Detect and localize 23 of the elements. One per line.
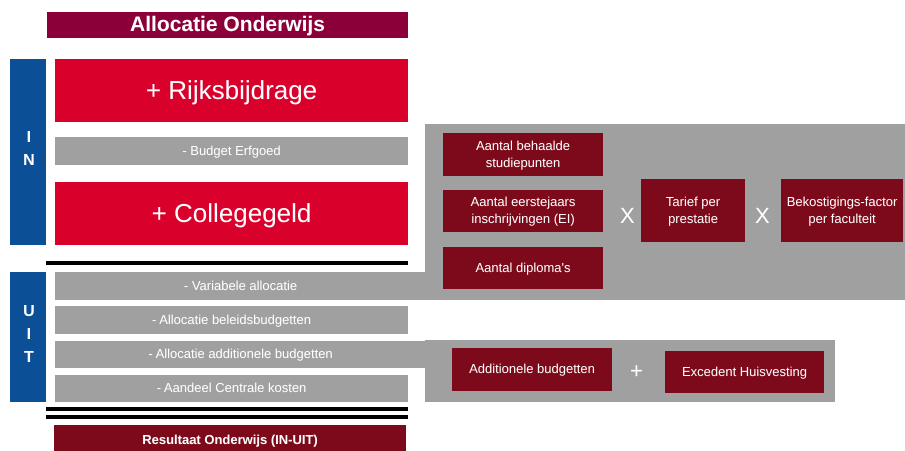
operator-sign: X xyxy=(755,202,770,230)
title-banner: Allocatie Onderwijs xyxy=(47,12,408,38)
section-bar: UIT xyxy=(10,272,46,402)
cost-bar: - Aandeel Centrale kosten xyxy=(55,375,408,402)
factor-box: Aantal diploma's xyxy=(443,247,603,289)
factor-box: Aantal behaalde studiepunten xyxy=(443,133,603,176)
cost-bar: - Allocatie beleidsbudgetten xyxy=(55,306,408,334)
income-bar: + Collegegeld xyxy=(55,182,408,245)
cost-bar: - Budget Erfgoed xyxy=(55,137,408,165)
operator-sign: X xyxy=(620,202,635,230)
result-bar: Resultaat Onderwijs (IN-UIT) xyxy=(54,425,406,451)
cost-bar: - Allocatie additionele budgetten xyxy=(55,341,426,368)
section-bar: IN xyxy=(10,59,46,245)
callout-panel xyxy=(425,340,835,402)
callout-panel xyxy=(425,124,905,300)
operator-sign: + xyxy=(630,357,643,385)
factor-box: Bekostigings-factor per faculteit xyxy=(781,179,903,242)
factor-box: Excedent Huisvesting xyxy=(665,351,824,393)
factor-box: Tarief per prestatie xyxy=(641,179,745,242)
factor-box: Additionele budgetten xyxy=(452,348,612,391)
cost-bar: - Variabele allocatie xyxy=(55,272,426,300)
factor-box: Aantal eerstejaars inschrijvingen (EI) xyxy=(443,190,603,232)
income-bar: + Rijksbijdrage xyxy=(55,59,408,122)
